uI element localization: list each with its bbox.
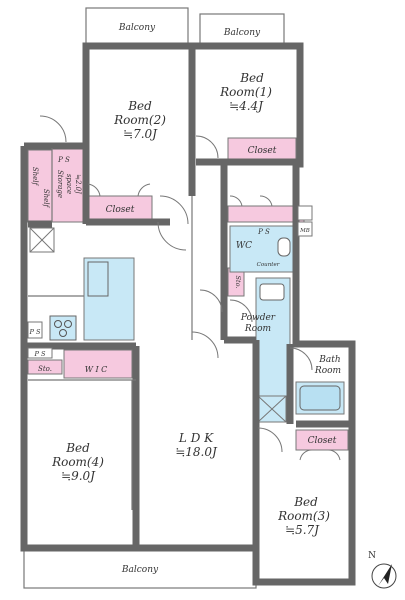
bed2-title: Bed <box>127 99 152 113</box>
ps-label-2: P S <box>34 350 46 358</box>
bath-title: Bath <box>318 355 340 365</box>
ldk-size: ≒18.0J <box>175 445 218 459</box>
sto-left-label: Sto. <box>38 365 52 373</box>
kitchen-sink <box>87 261 109 297</box>
storage-space <box>51 147 85 223</box>
toilet-icon <box>277 237 291 257</box>
sto-hall-label: Sto. <box>234 276 242 289</box>
storage-title-2: space <box>65 174 73 194</box>
bed3-title-2: Room(3) <box>277 509 330 523</box>
mb-box <box>297 221 313 237</box>
closet-bed2-label: Closet <box>106 205 135 215</box>
bed1-size: ≒4.4J <box>229 99 264 113</box>
basin-icon <box>259 283 285 301</box>
sto-left <box>27 359 63 375</box>
ps-box-1 <box>27 321 43 339</box>
storage-title: Storage <box>56 170 64 198</box>
bed3-size: ≒5.7J <box>285 523 320 537</box>
balcony-top-right-label: Balcony <box>223 28 261 38</box>
bed1-title: Bed <box>239 71 264 85</box>
bed4-title: Bed <box>65 441 90 455</box>
wic-label: W I C <box>85 365 108 374</box>
storage-size: ≒2.0J <box>74 174 82 195</box>
hatch-box <box>29 227 55 253</box>
bed4-title-2: Room(4) <box>51 455 104 469</box>
shelf-label-2: Shelf <box>42 189 50 209</box>
bed2-size: ≒7.0J <box>123 127 158 141</box>
counter-label: Counter <box>257 262 280 268</box>
powder-title-2: Room <box>244 324 271 334</box>
bed3-title: Bed <box>293 495 318 509</box>
compass-label: N <box>368 551 376 561</box>
closet-bed2 <box>87 195 153 221</box>
shelf-label-1: Shelf <box>31 167 39 187</box>
ps-storage-label: P S <box>57 156 70 164</box>
stove-icon <box>49 315 77 341</box>
mb-box-2 <box>297 205 313 221</box>
balcony-bottom-label: Balcony <box>121 565 159 575</box>
ps-label-1: P S <box>29 328 41 336</box>
mb-label: MB <box>299 228 310 234</box>
closet-bed1-label: Closet <box>248 146 277 156</box>
kitchen-counter <box>83 257 135 341</box>
bathtub-icon <box>299 385 341 411</box>
wic-area <box>63 349 133 379</box>
bed1-title-2: Room(1) <box>219 85 272 99</box>
bed4-size: ≒9.0J <box>61 469 96 483</box>
shelf-area <box>27 149 53 223</box>
balcony-top-left-label: Balcony <box>118 23 156 33</box>
ps-wc-label: P S <box>257 228 270 236</box>
north-compass-icon <box>371 563 397 589</box>
ldk-title: L D K <box>178 431 214 445</box>
bath-title-2: Room <box>314 366 341 376</box>
closet-bed3 <box>295 429 349 451</box>
ps-box-2 <box>27 347 53 359</box>
closet-bed3-label: Closet <box>308 436 337 446</box>
wc-label: WC <box>236 241 252 251</box>
bed2-title-2: Room(2) <box>113 113 166 127</box>
powder-title: Powder <box>240 313 276 323</box>
